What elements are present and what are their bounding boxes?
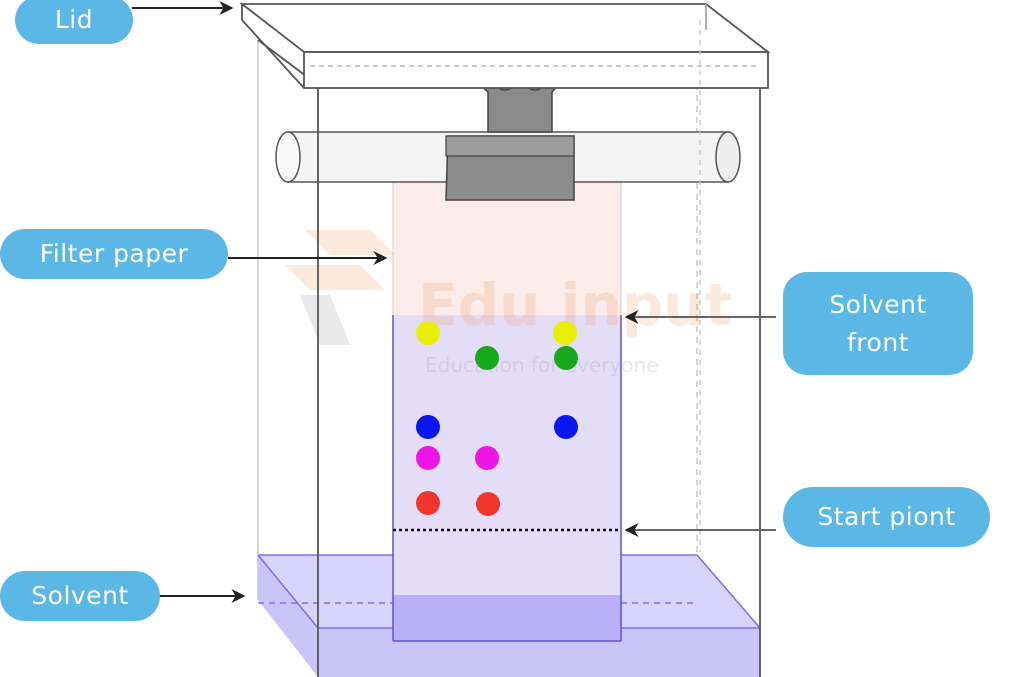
spot-magenta [475, 446, 499, 470]
watermark-tagline: Education for everyone [425, 353, 659, 377]
paper-in-solvent [393, 595, 621, 641]
spot-red [476, 492, 500, 516]
lid-label: Lid [15, 0, 133, 44]
solvent-on-paper [393, 315, 621, 640]
spot-blue [554, 415, 578, 439]
spot-green [554, 346, 578, 370]
watermark-logo [305, 230, 395, 255]
spot-yellow [553, 321, 577, 345]
solvent-front-label: Solvent front [783, 272, 973, 375]
spot-magenta [416, 446, 440, 470]
spot-yellow [416, 321, 440, 345]
start-point-label: Start piont [783, 487, 990, 547]
lid [239, 3, 771, 89]
spot-red [416, 491, 440, 515]
filter-paper-label: Filter paper [0, 229, 228, 279]
solvent-label: Solvent [0, 571, 160, 621]
spots [416, 321, 578, 516]
spot-blue [416, 415, 440, 439]
arrows [132, 1, 776, 603]
watermark: Edu input Education for everyone [285, 230, 732, 377]
spot-green [475, 346, 499, 370]
